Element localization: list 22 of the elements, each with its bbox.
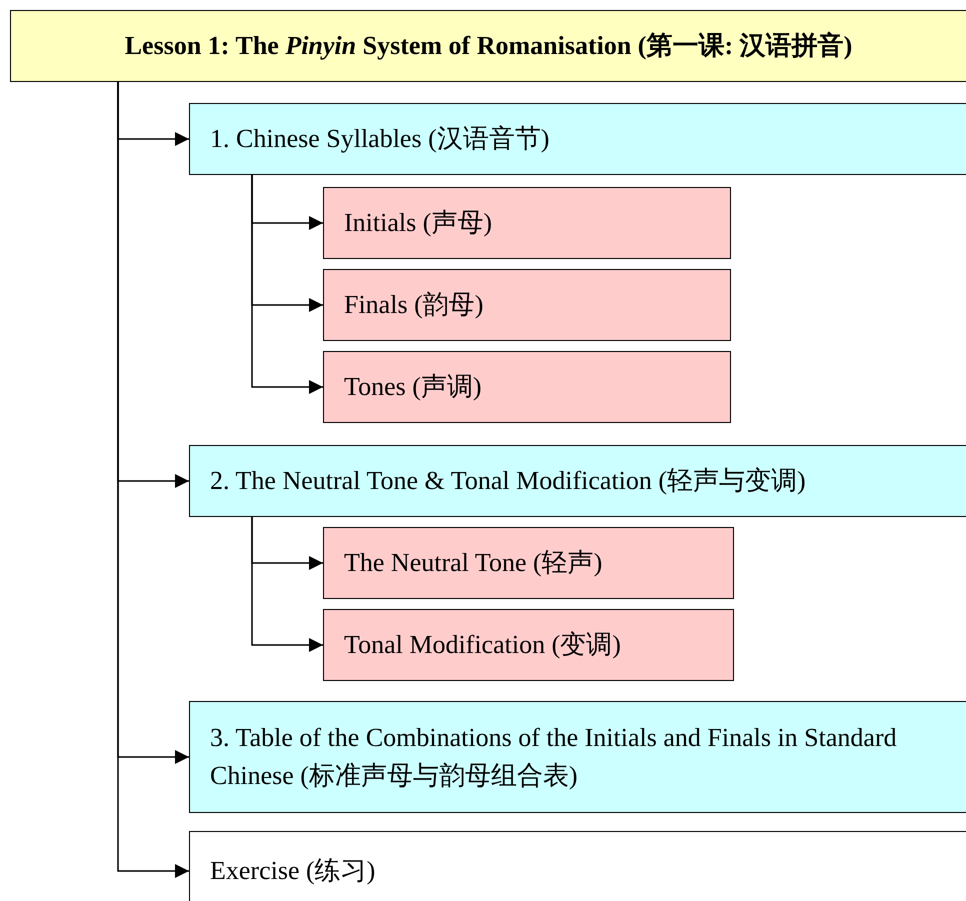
node-label: Tones (声调)	[344, 371, 482, 404]
node-label: Tonal Modification (变调)	[344, 629, 621, 662]
node-label: Initials (声母)	[344, 207, 492, 240]
node-label: Lesson 1: The Pinyin System of Romanisation (第一课: 汉语拼音)	[124, 30, 852, 62]
topic-box	[323, 609, 734, 681]
topic-box	[323, 527, 734, 599]
connector-arrow	[251, 517, 323, 652]
node-label: 2. The Neutral Tone & Tonal Modification (轻声与变调)	[210, 465, 806, 498]
section-box	[189, 701, 966, 813]
node-label: The Neutral Tone (轻声)	[344, 547, 602, 580]
node-label: 1. Chinese Syllables (汉语音节)	[210, 123, 550, 156]
topic-box	[323, 351, 731, 423]
section-box	[189, 831, 966, 901]
section-box	[189, 445, 966, 517]
title-box	[10, 10, 966, 82]
node-label: 3. Table of the Combinations of the Initials and Finals in Standard Chinese (标准声母与韵母组合表)	[210, 722, 898, 792]
connector-arrow	[251, 175, 323, 394]
topic-box	[323, 187, 731, 259]
node-label: Finals (韵母)	[344, 289, 484, 322]
node-label: Exercise (练习)	[210, 855, 376, 888]
topic-box	[323, 269, 731, 341]
section-box	[189, 103, 966, 175]
